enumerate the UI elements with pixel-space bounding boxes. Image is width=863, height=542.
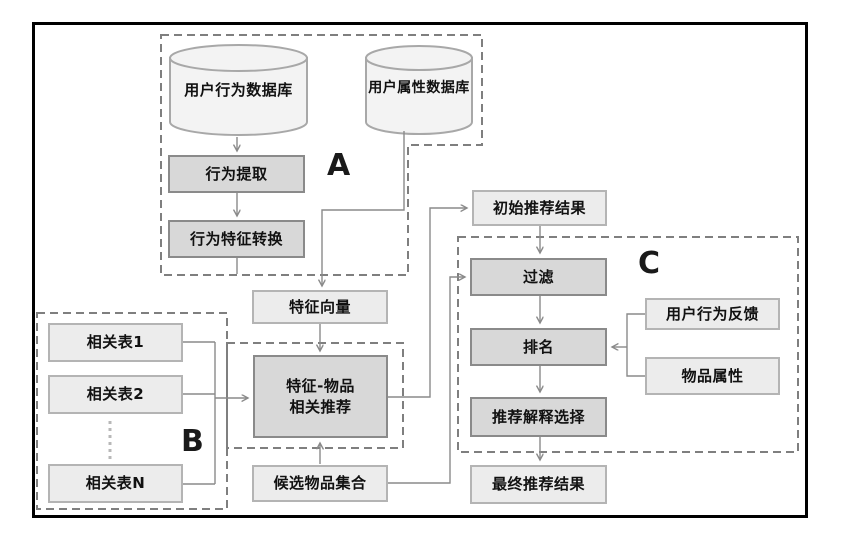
connector-dbattribute-featurevector [322, 131, 405, 286]
group-c-outline [457, 236, 799, 453]
node-attribute-database: 用户属性数据库 [368, 79, 470, 96]
node-related-table-n: 相关表N [48, 464, 183, 503]
node-feature-vector: 特征向量 [252, 290, 388, 324]
node-related-table-2: 相关表2 [48, 375, 183, 414]
node-explain-select: 推荐解释选择 [470, 397, 607, 437]
outer-frame [32, 22, 808, 518]
group-a-label: A [327, 148, 351, 183]
node-initial-results: 初始推荐结果 [472, 190, 607, 226]
node-filter: 过滤 [470, 258, 607, 296]
node-user-feedback: 用户行为反馈 [645, 298, 780, 330]
connector-feedback-bracket [626, 313, 645, 377]
node-related-table-1: 相关表1 [48, 323, 183, 362]
connector-candidate-filter [388, 277, 465, 484]
node-behavior-database: 用户行为数据库 [184, 80, 293, 99]
node-feature-item-rec: 特征-物品 相关推荐 [253, 355, 388, 438]
behavior-database-cylinder [169, 44, 308, 136]
connector-featurerec-initial [388, 208, 467, 398]
node-final-results: 最终推荐结果 [470, 465, 607, 504]
node-behavior-extract: 行为提取 [168, 155, 305, 193]
node-ranking: 排名 [470, 328, 607, 366]
feature-rec-outline [226, 342, 404, 449]
attribute-database-cylinder [365, 45, 473, 135]
group-b-label: B [181, 424, 204, 459]
node-item-attrs: 物品属性 [645, 357, 780, 395]
group-c-label: C [638, 246, 661, 281]
node-behavior-convert: 行为特征转换 [168, 220, 305, 258]
node-candidate-items: 候选物品集合 [252, 465, 388, 502]
